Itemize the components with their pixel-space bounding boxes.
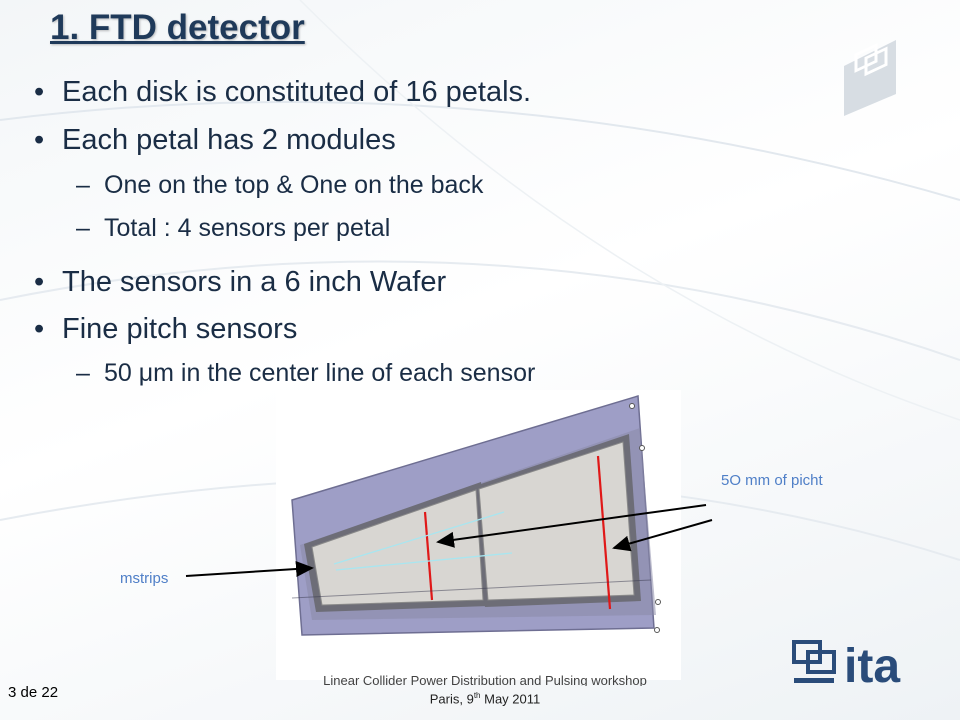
bullet-text: Each petal has 2 modules <box>62 124 396 156</box>
logo-text: ita <box>844 640 900 693</box>
sub-bullet-marker: – <box>76 214 90 242</box>
bullet-item: • The sensors in a 6 inch Wafer <box>34 266 446 299</box>
sub-bullet-text: Total : 4 sensors per petal <box>104 214 391 242</box>
bullet-marker: • <box>34 313 45 345</box>
slide-title: 1. FTD detector <box>50 8 305 47</box>
sub-bullet-text: 50 μm in the center line of each sensor <box>104 359 536 387</box>
footer-date: May 2011 <box>480 691 541 707</box>
mount-hole <box>629 403 635 409</box>
bullet-marker: • <box>34 124 45 156</box>
bullet-item: • Each disk is constituted of 16 petals. <box>34 76 531 109</box>
mount-hole <box>639 445 645 451</box>
mount-hole <box>654 627 660 633</box>
footer-place: Paris, 9 <box>429 691 474 707</box>
footer-event-line: Linear Collider Power Distribution and P… <box>323 673 647 686</box>
bullet-marker: • <box>34 266 45 298</box>
footer-event: Linear Collider Power Distribution and P… <box>270 671 700 708</box>
footer-superscript: th <box>473 691 481 700</box>
ita-logo-watermark <box>844 40 896 116</box>
bullet-text: Each disk is constituted of 16 petals. <box>62 76 532 108</box>
ita-logo: ita <box>792 640 900 693</box>
bullet-list: •Each disk is constituted of 16 petals. … <box>34 76 535 388</box>
page-number: 3 de 22 <box>8 684 59 701</box>
sub-bullet-text: One on the top & One on the back <box>104 171 484 199</box>
strips-label: mstrips <box>120 570 169 587</box>
center-line-left <box>423 511 434 601</box>
sub-bullet-marker: – <box>76 171 90 199</box>
sub-bullet-item: –One on the top & One on the back <box>76 171 483 200</box>
bullet-item: • Each petal has 2 modules <box>34 124 396 157</box>
bullet-text: The sensors in a 6 inch Wafer <box>62 266 447 298</box>
sub-bullet-item: –50 μm in the center line of each sensor <box>76 359 535 388</box>
pitch-label: 5O mm of picht <box>721 472 823 489</box>
bullet-marker: • <box>34 76 45 108</box>
sub-bullet-item: –Total : 4 sensors per petal <box>76 214 390 243</box>
petal-diagram <box>276 390 681 680</box>
strip-line <box>335 552 513 571</box>
mount-hole <box>655 599 661 605</box>
sub-bullet-marker: – <box>76 359 90 387</box>
bullet-text: Fine pitch sensors <box>62 313 298 345</box>
logo-square <box>806 650 836 674</box>
bullet-item: • Fine pitch sensors <box>34 313 297 346</box>
